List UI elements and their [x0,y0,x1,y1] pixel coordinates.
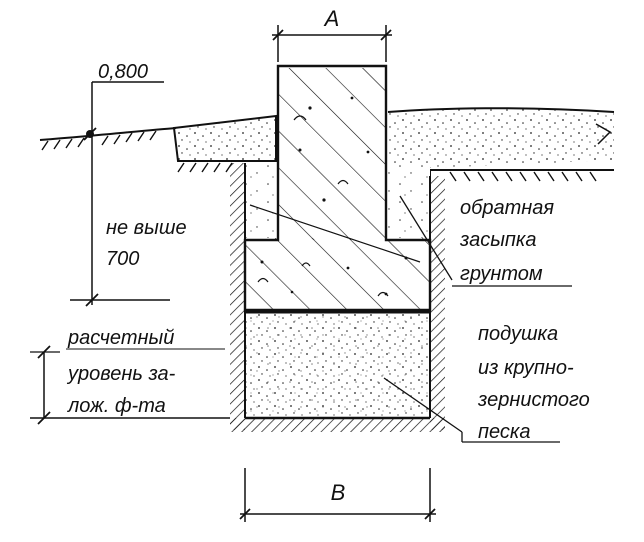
ground-level-mark: 0,800 [70,61,170,307]
blind-area-left [172,114,277,173]
design-level-line-1: расчетный [67,327,174,349]
dimension-b-label: B [331,480,346,505]
backfill-line-2: засыпка [459,229,536,251]
sand-cushion [244,163,431,420]
cushion-line-1: подушка [478,323,558,345]
depth-limit-line-1: не выше [106,217,187,239]
dimension-a: A [272,6,392,62]
ground-mark-label: 0,800 [98,61,148,83]
cushion-line-4: песка [478,421,530,443]
design-level-line-3: лож. ф-та [67,395,166,417]
dimension-b: B [239,468,436,522]
backfill-note: обратная засыпка грунтом [399,195,572,287]
depth-limit-note: не выше 700 [106,217,187,270]
design-level-marker: расчетный уровень за- лож. ф-та [30,327,230,425]
backfill-line-1: обратная [460,197,554,219]
ground-surface-left [39,127,177,151]
depth-limit-line-2: 700 [106,248,139,270]
cushion-line-3: зернистого [477,389,590,411]
cushion-note: подушка из крупно- зернистого песка [383,323,590,443]
backfill-line-3: грунтом [460,263,543,285]
foundation-concrete [243,64,432,314]
dimension-a-label: A [323,6,340,31]
cushion-line-2: из крупно- [478,357,574,379]
design-level-line-2: уровень за- [66,363,176,385]
